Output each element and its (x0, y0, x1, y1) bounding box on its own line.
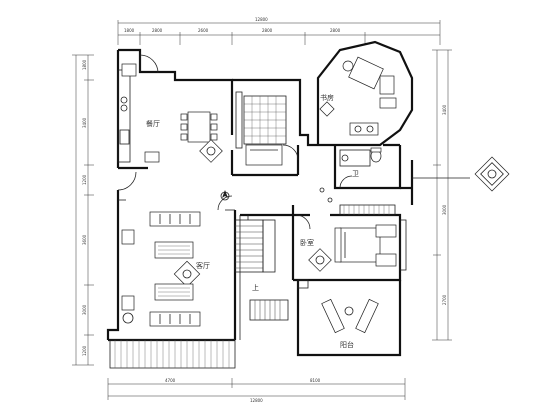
dim-top-5: 2800 (330, 28, 341, 33)
bedroom-label: 卧室 (300, 238, 314, 247)
study-sofa (349, 122, 379, 136)
desk (348, 56, 384, 90)
sofa-icon (149, 311, 201, 327)
balcony-label: 阳台 (340, 340, 354, 349)
terrace-deck (109, 339, 236, 369)
dim-top-total: 12800 (255, 17, 268, 22)
sink (119, 129, 130, 145)
kitchen-door-swing (139, 54, 159, 74)
dim-top-4: 2800 (262, 28, 273, 33)
section-marker-icon (412, 156, 510, 192)
armchair (121, 229, 135, 245)
armchair (121, 295, 135, 311)
dim-left-3: 1200 (82, 174, 87, 185)
dim-bottom-1: 4700 (165, 378, 176, 383)
small-bedroom (235, 91, 299, 166)
stove-burner-icon (120, 96, 128, 104)
dimension-lines: 12800 1800 2800 2600 2800 2800 4700 8100… (72, 17, 452, 403)
dim-right-1: 3400 (442, 104, 447, 115)
dim-bottom-2: 8100 (310, 378, 321, 383)
plant-icon (199, 139, 223, 163)
drain-icon (341, 154, 349, 162)
dim-top-1: 1800 (124, 28, 135, 33)
master-bedroom: 卧室 (295, 214, 397, 272)
study-label: 书房 (320, 93, 334, 102)
dim-top-2: 2800 (152, 28, 163, 33)
wardrobe (339, 204, 396, 216)
sofa-icon (149, 211, 201, 227)
living-room: 客厅 (117, 171, 233, 327)
small-bed-icon (245, 144, 283, 166)
dim-right-2: 3000 (442, 204, 447, 215)
dim-left-5: 3000 (82, 304, 87, 315)
stairs: 上 (234, 215, 289, 321)
study: 书房 (319, 56, 397, 136)
north-arrow-icon (220, 190, 230, 201)
living-label: 客厅 (196, 261, 210, 270)
plant-icon (173, 260, 201, 288)
dining-label: 餐厅 (146, 119, 160, 128)
dining-area: 餐厅 (146, 111, 223, 163)
plant-icon (308, 248, 332, 272)
study-chair (379, 75, 395, 95)
bed-icon (339, 227, 381, 263)
stairs-label: 上 (252, 283, 259, 292)
dim-left-6: 1200 (82, 345, 87, 356)
kitchen (117, 54, 160, 163)
dim-bottom-total: 12800 (250, 398, 263, 403)
dim-left-1: 1800 (82, 59, 87, 70)
lounge-chair-icon (321, 298, 379, 334)
dim-left-4: 3600 (82, 234, 87, 245)
entry-door-swing (117, 171, 137, 191)
bath-label: 卫 (352, 170, 359, 178)
bedroom-door-swing (282, 144, 299, 161)
dim-right-3: 2700 (442, 294, 447, 305)
dim-left-2: 3400 (82, 117, 87, 128)
bathroom: 卫 (339, 147, 382, 189)
nightstand (375, 224, 397, 238)
balcony: 阳台 (321, 298, 379, 349)
dim-top-3: 2600 (198, 28, 209, 33)
dining-table-icon (187, 111, 211, 143)
fridge (121, 63, 137, 77)
